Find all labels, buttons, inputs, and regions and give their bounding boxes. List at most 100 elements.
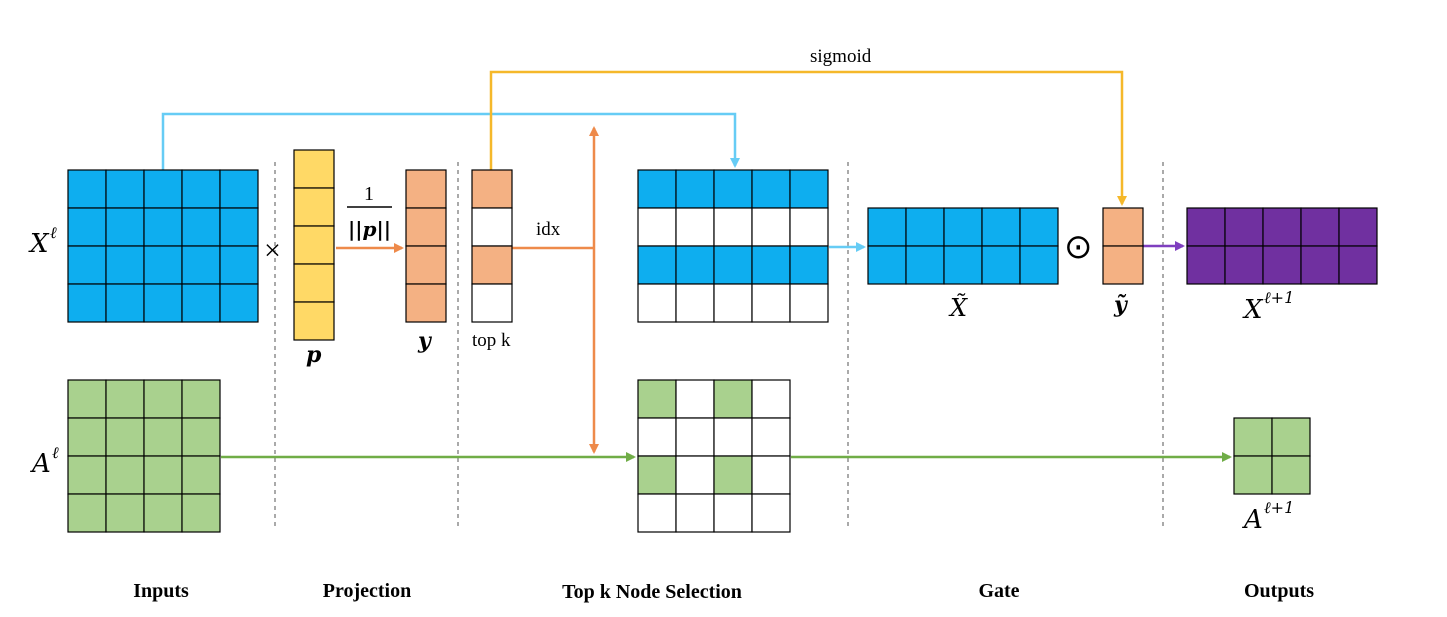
- grid-cell: [143, 493, 183, 533]
- grid-cell: [713, 493, 753, 533]
- grid-cell: [67, 417, 107, 457]
- label-a-input-sup: ℓ: [52, 443, 59, 462]
- matrix-x-tilde: [867, 207, 1059, 285]
- vector-topk: [471, 169, 513, 323]
- grid-cell: [1262, 207, 1302, 247]
- grid-cell: [105, 207, 145, 247]
- grid-cell: [1186, 207, 1226, 247]
- grid-cell: [181, 417, 221, 457]
- grid-cell: [713, 417, 753, 457]
- grid-cell: [675, 207, 715, 247]
- grid-cell: [405, 169, 447, 209]
- label-x-output: X: [1242, 295, 1264, 325]
- grid-cell: [637, 245, 677, 285]
- grid-cell: [143, 417, 183, 457]
- section-topk-selection: Top k Node Selection: [562, 581, 742, 603]
- grid-cell: [1186, 245, 1226, 285]
- grid-cell: [1224, 245, 1264, 285]
- grid-cell: [293, 225, 335, 265]
- grid-cell: [405, 283, 447, 323]
- grid-cell: [1262, 245, 1302, 285]
- grid-cell: [181, 493, 221, 533]
- matrix-a-input: [67, 379, 221, 533]
- grid-cell: [67, 245, 107, 285]
- grid-cell: [67, 283, 107, 323]
- grid-cell: [637, 283, 677, 323]
- grid-cell: [67, 493, 107, 533]
- norm-denominator: ||p||: [348, 217, 391, 241]
- label-a-input: A: [30, 449, 51, 479]
- label-a-output-sup: ℓ+1: [1264, 498, 1294, 517]
- grid-cell: [1019, 207, 1059, 247]
- grid-cell: [637, 455, 677, 495]
- grid-cell: [751, 493, 791, 533]
- vector-p: [293, 149, 335, 341]
- grid-cell: [751, 245, 791, 285]
- grid-cell: [105, 493, 145, 533]
- grid-cell: [67, 379, 107, 419]
- vector-y: [405, 169, 447, 323]
- grid-cell: [405, 245, 447, 285]
- grid-cell: [471, 245, 513, 285]
- grid-cell: [143, 245, 183, 285]
- grid-cell: [1233, 455, 1273, 495]
- arrow-x-to-selection: [161, 112, 740, 170]
- grid-cell: [675, 283, 715, 323]
- grid-cell: [471, 207, 513, 247]
- grid-cell: [637, 493, 677, 533]
- arrow-sigmoid: [489, 70, 1127, 206]
- grid-cell: [181, 245, 221, 285]
- grid-cell: [713, 245, 753, 285]
- label-p: p: [306, 342, 322, 368]
- grid-cell: [67, 169, 107, 209]
- grid-cell: [789, 207, 829, 247]
- grid-cell: [143, 169, 183, 209]
- grid-cell: [675, 455, 715, 495]
- grid-cell: [219, 283, 259, 323]
- grid-cell: [471, 169, 513, 209]
- grid-cell: [1224, 207, 1264, 247]
- grid-cell: [67, 207, 107, 247]
- grid-cell: [675, 169, 715, 209]
- grid-cell: [1300, 207, 1340, 247]
- grid-cell: [1300, 245, 1340, 285]
- grid-cell: [143, 207, 183, 247]
- matrix-x-masked: [637, 169, 829, 323]
- matrix-x-input: [67, 169, 259, 323]
- grid-cell: [637, 169, 677, 209]
- grid-cell: [981, 207, 1021, 247]
- label-topk: top k: [472, 330, 511, 351]
- label-x-input-sup: ℓ: [50, 223, 57, 242]
- section-outputs: Outputs: [1244, 580, 1314, 602]
- grid-cell: [67, 455, 107, 495]
- grid-cell: [675, 245, 715, 285]
- grid-cell: [751, 169, 791, 209]
- grid-cell: [751, 379, 791, 419]
- grid-cell: [675, 379, 715, 419]
- times-symbol: ×: [264, 234, 281, 267]
- grid-cell: [1271, 455, 1311, 495]
- grid-cell: [1338, 245, 1378, 285]
- label-x-tilde: X̃: [948, 294, 968, 322]
- grid-cell: [637, 207, 677, 247]
- grid-cell: [1271, 417, 1311, 457]
- label-sigmoid: sigmoid: [810, 46, 872, 67]
- section-projection: Projection: [323, 580, 412, 602]
- grid-cell: [293, 187, 335, 227]
- grid-cell: [1102, 245, 1144, 285]
- norm-numerator: 1: [364, 183, 374, 205]
- connectors: [161, 70, 1232, 462]
- matrix-a-masked: [637, 379, 791, 533]
- matrix-x-output: [1186, 207, 1378, 285]
- grid-cell: [1338, 207, 1378, 247]
- grid-cell: [471, 283, 513, 323]
- grid-cell: [181, 283, 221, 323]
- grid-cell: [713, 207, 753, 247]
- grid-cell: [637, 379, 677, 419]
- grid-cell: [105, 379, 145, 419]
- grid-cell: [751, 207, 791, 247]
- grid-cell: [143, 283, 183, 323]
- section-gate: Gate: [978, 580, 1019, 602]
- grid-cell: [867, 245, 907, 285]
- grid-cell: [405, 207, 447, 247]
